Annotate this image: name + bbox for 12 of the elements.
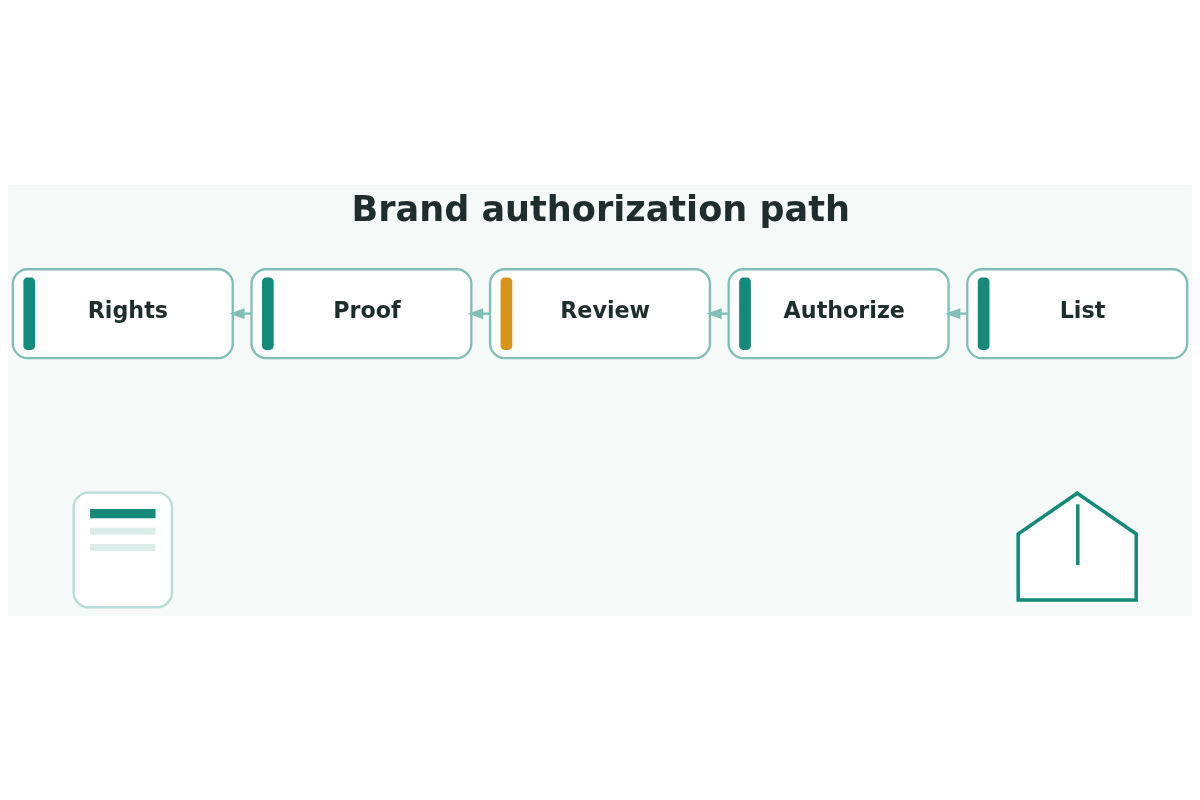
node-picture	[72, 490, 174, 608]
diagram-title: Brand authorization path	[351, 187, 850, 229]
node-box: List	[966, 267, 1189, 359]
node-box: Proof	[250, 267, 473, 359]
arrow	[706, 307, 729, 319]
arrow	[229, 307, 252, 319]
node-box: Review	[488, 267, 712, 359]
arrow	[467, 307, 491, 319]
node-box: Rights	[11, 267, 234, 359]
node-box: Authorize	[727, 267, 950, 359]
arrow	[945, 307, 968, 319]
node-box	[1016, 490, 1138, 602]
